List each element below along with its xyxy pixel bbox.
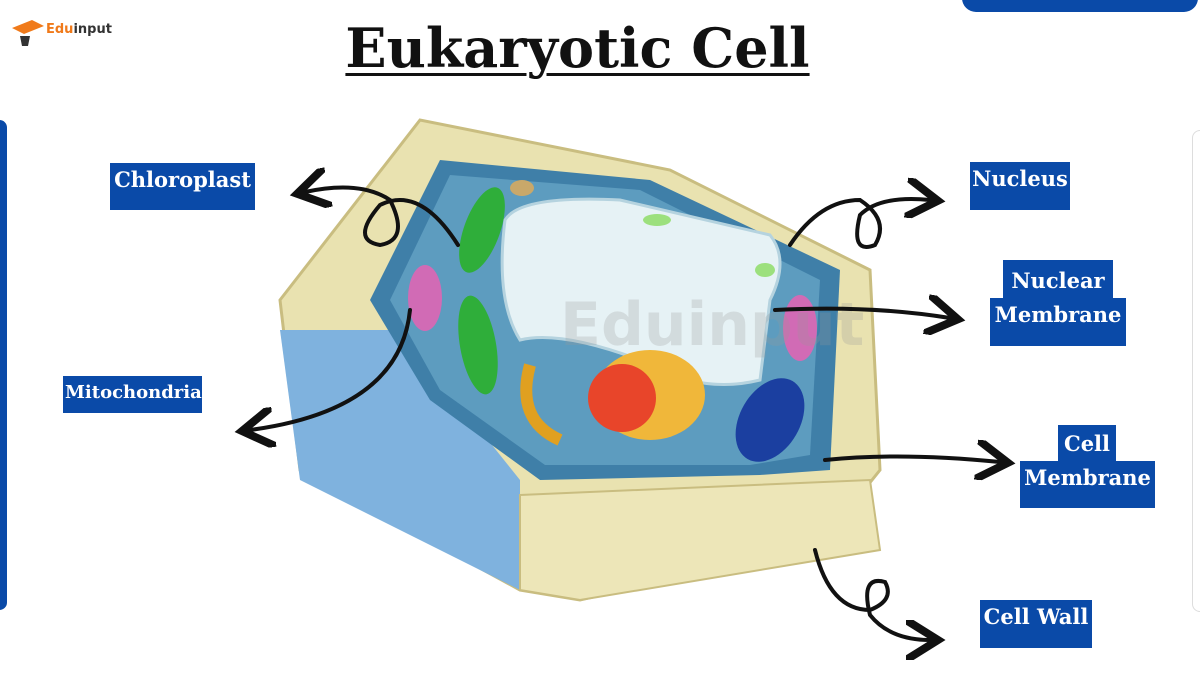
arrow-mitochondria [250,308,412,430]
arrow-nuclear-membrane [773,309,950,318]
arrow-cell-membrane [823,456,1000,462]
left-frame-decoration [0,120,7,610]
eduinput-logo [10,18,46,54]
page-title: Eukaryotic Cell [345,16,810,80]
nucleolus [588,364,656,432]
logo-text: Eduinput [46,22,112,37]
golgi-shape [735,378,805,462]
label-nuclear-membrane-line1: Nuclear [1003,260,1113,300]
top-banner-decoration [962,0,1198,12]
label-mitochondria: Mitochondria [63,376,202,413]
label-cell-wall: Cell Wall [980,600,1092,648]
label-chloroplast: Chloroplast [110,163,255,210]
label-nucleus: Nucleus [970,162,1070,210]
watermark: Eduinput [560,290,864,360]
label-cell-membrane-line2: Membrane [1020,461,1155,508]
mitochondria-shape-2 [783,295,817,361]
label-cell-membrane-line1: Cell [1058,425,1116,463]
mitochondria-shape-1 [408,265,442,331]
graduation-cap-icon [12,20,44,46]
arrow-chloroplast [305,188,460,248]
arrow-nucleus [788,199,930,249]
arrow-cell-wall [813,548,930,640]
chloroplast-shape-1 [459,187,505,273]
cell-illustration [278,118,882,602]
label-nuclear-membrane-line2: Membrane [990,298,1126,346]
chloroplast-shape-2 [458,295,498,395]
pointer-arrows [250,188,1000,641]
